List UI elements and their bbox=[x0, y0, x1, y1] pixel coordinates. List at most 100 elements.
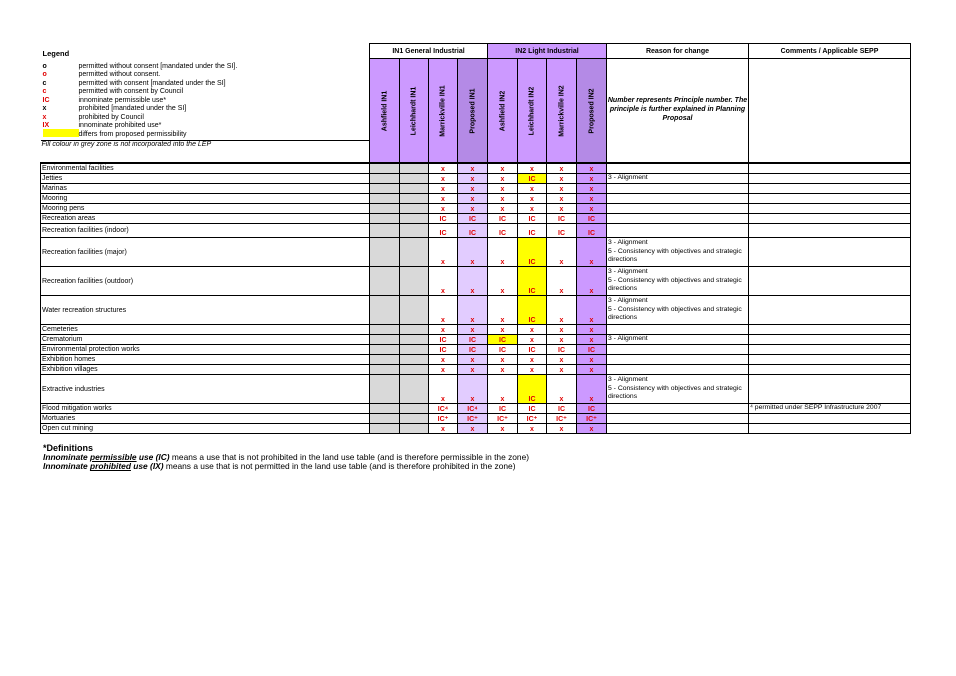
row-label: Recreation areas bbox=[40, 213, 370, 224]
permissibility-cell: x bbox=[487, 237, 518, 267]
permissibility-cell: x bbox=[487, 203, 518, 214]
permissibility-cell: x bbox=[457, 173, 488, 184]
permissibility-cell bbox=[399, 173, 429, 184]
reason-cell bbox=[606, 203, 749, 214]
group-in2: IN2 Light Industrial bbox=[487, 43, 607, 59]
permissibility-cell: x bbox=[517, 183, 547, 194]
column-header: Leichhardt IN1 bbox=[399, 58, 429, 164]
group-in1: IN1 General Industrial bbox=[369, 43, 488, 59]
permissibility-cell: x bbox=[457, 162, 488, 174]
legend-item: differs from proposed permissibility bbox=[41, 129, 370, 139]
definitions-title: *Definitions bbox=[43, 443, 94, 453]
permissibility-cell: IC⁺ bbox=[517, 413, 547, 424]
permissibility-cell: x bbox=[546, 237, 577, 267]
reason-cell bbox=[606, 413, 749, 424]
comment-cell bbox=[748, 213, 911, 224]
permissibility-cell: x bbox=[457, 266, 488, 296]
reason-header: Reason for change bbox=[606, 43, 749, 59]
legend-text: permitted without consent. bbox=[78, 71, 161, 79]
permissibility-cell bbox=[399, 354, 429, 365]
permissibility-cell: x bbox=[517, 423, 547, 434]
permissibility-cell: IC⁺ bbox=[457, 413, 488, 424]
permissibility-cell: IC bbox=[457, 344, 488, 355]
permissibility-cell: IC⁺ bbox=[428, 413, 458, 424]
legend-text: innominate permissible use* bbox=[78, 96, 167, 104]
permissibility-cell: x bbox=[457, 237, 488, 267]
row-label: Recreation facilities (indoor) bbox=[40, 223, 370, 238]
row-label: Crematorium bbox=[40, 334, 370, 345]
comment-cell bbox=[748, 173, 911, 184]
row-label: Mooring bbox=[40, 193, 370, 204]
legend-text: permitted with consent [mandated under t… bbox=[78, 79, 226, 87]
permissibility-cell bbox=[399, 266, 429, 296]
permissibility-cell: x bbox=[428, 183, 458, 194]
reason-cell: 3 - Alignment bbox=[606, 334, 749, 345]
reason-cell bbox=[606, 183, 749, 194]
permissibility-cell bbox=[399, 223, 429, 238]
comment-cell bbox=[748, 374, 911, 404]
comment-cell bbox=[748, 423, 911, 434]
permissibility-cell bbox=[369, 344, 400, 355]
permissibility-cell: IC⁺ bbox=[487, 413, 518, 424]
permissibility-cell bbox=[399, 295, 429, 325]
comment-cell bbox=[748, 223, 911, 238]
permissibility-cell: x bbox=[546, 374, 577, 404]
permissibility-cell: x bbox=[428, 162, 458, 174]
permissibility-cell: IC⁺ bbox=[546, 413, 577, 424]
permissibility-cell: x bbox=[546, 324, 577, 335]
permissibility-cell: IC bbox=[576, 344, 607, 355]
permissibility-cell: x bbox=[457, 183, 488, 194]
permissibility-cell bbox=[399, 403, 429, 414]
permissibility-cell: x bbox=[517, 203, 547, 214]
legend-symbol: x bbox=[42, 105, 47, 113]
permissibility-cell: IC bbox=[576, 223, 607, 238]
legend-symbol: IX bbox=[42, 122, 50, 130]
definition-prohibited: Innominate prohibited use (IX) means a u… bbox=[43, 461, 516, 472]
permissibility-cell: IC bbox=[517, 344, 547, 355]
permissibility-cell: x bbox=[576, 183, 607, 194]
reason-cell bbox=[606, 364, 749, 375]
reason-cell bbox=[606, 344, 749, 355]
column-header: Proposed IN1 bbox=[457, 58, 488, 164]
permissibility-cell: IC⁴ bbox=[457, 403, 488, 414]
reason-cell bbox=[606, 354, 749, 365]
permissibility-cell: IC⁴ bbox=[428, 403, 458, 414]
column-header: Marrickville IN2 bbox=[546, 58, 577, 164]
permissibility-cell bbox=[399, 193, 429, 204]
permissibility-cell bbox=[369, 213, 400, 224]
permissibility-cell: IC bbox=[576, 213, 607, 224]
permissibility-cell: x bbox=[487, 324, 518, 335]
row-label: Exhibition homes bbox=[40, 354, 370, 365]
legend-text: permitted with consent by Council bbox=[78, 88, 184, 96]
permissibility-cell: x bbox=[517, 193, 547, 204]
permissibility-cell: IC bbox=[517, 223, 547, 238]
reason-cell bbox=[606, 423, 749, 434]
permissibility-cell: IC bbox=[428, 344, 458, 355]
comment-cell bbox=[748, 334, 911, 345]
permissibility-cell bbox=[369, 413, 400, 424]
permissibility-cell bbox=[399, 213, 429, 224]
permissibility-cell: x bbox=[487, 173, 518, 184]
permissibility-cell: x bbox=[457, 203, 488, 214]
permissibility-cell: IC bbox=[517, 295, 547, 325]
permissibility-cell: IC bbox=[517, 374, 547, 404]
permissibility-cell bbox=[369, 423, 400, 434]
permissibility-cell: x bbox=[576, 334, 607, 345]
comment-cell bbox=[748, 364, 911, 375]
permissibility-cell bbox=[369, 403, 400, 414]
reason-cell bbox=[606, 193, 749, 204]
permissibility-cell: x bbox=[546, 162, 577, 174]
permissibility-cell: IC bbox=[546, 223, 577, 238]
column-header: Ashfield IN2 bbox=[487, 58, 518, 164]
permissibility-cell: x bbox=[428, 423, 458, 434]
permissibility-cell: IC bbox=[428, 334, 458, 345]
comment-cell: ⁴ permitted under SEPP Infrastructure 20… bbox=[748, 403, 911, 414]
